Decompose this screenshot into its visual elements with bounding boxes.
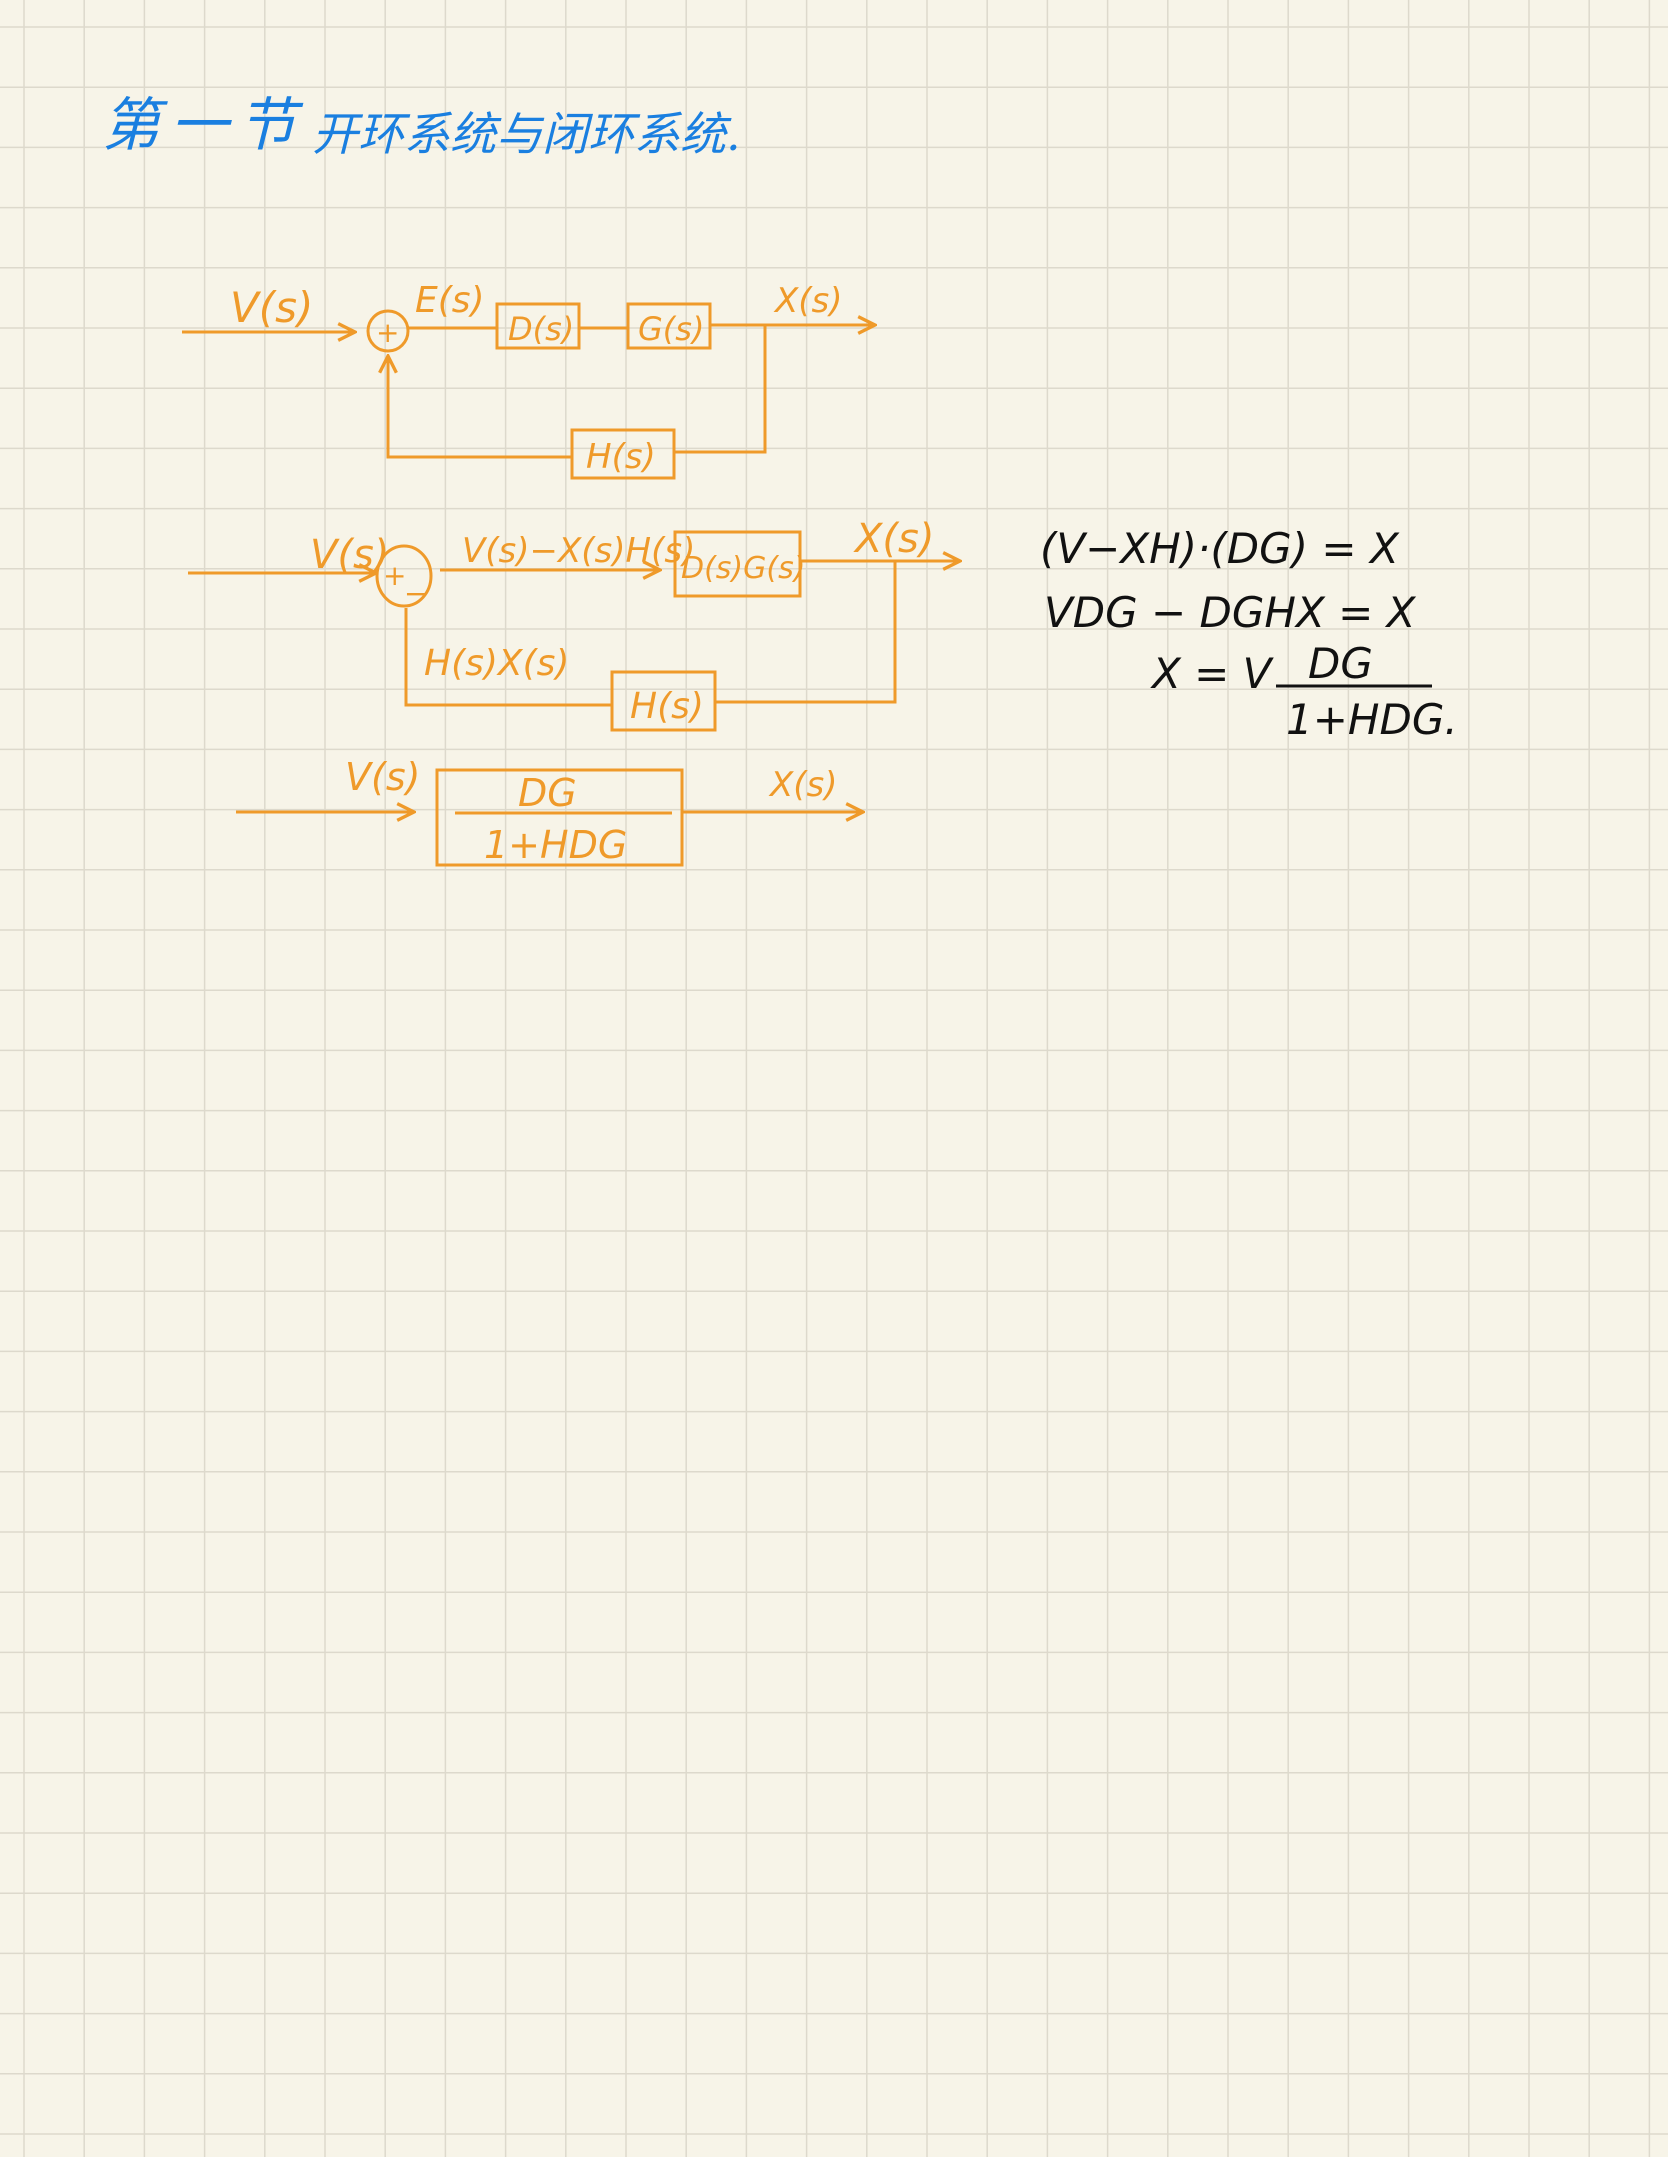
summing-junction xyxy=(366,309,410,353)
block-d xyxy=(495,302,581,350)
equation-line-1: (V−XH)·(DG) = X xyxy=(1040,524,1400,573)
equation-line-2: VDG − DGHX = X xyxy=(1044,588,1417,637)
block-diagram-3 xyxy=(236,768,863,867)
closed-loop-block xyxy=(435,768,684,867)
topic-heading: 开环系统与闭环系统. xyxy=(312,107,741,161)
d3-numerator: DG xyxy=(518,771,577,815)
section-heading: 第一节 xyxy=(102,91,306,159)
d2-sum-minus: − xyxy=(404,577,427,610)
d2-feedback-signal-label: H(s)X(s) xyxy=(424,643,569,684)
feedback-return xyxy=(388,356,572,459)
d3-denominator: 1+HDG xyxy=(484,823,627,867)
equation-line-3-lhs: X = V xyxy=(1150,649,1275,698)
feedback-path xyxy=(715,561,897,704)
d1-sum-sign: + xyxy=(376,316,399,349)
block-diagram-1 xyxy=(182,302,875,480)
equation-line-3-numerator: DG xyxy=(1308,639,1373,688)
d2-output-label: X(s) xyxy=(853,516,934,562)
derivation: (V−XH)·(DG) = X VDG − DGHX = X X = V DG … xyxy=(1040,524,1458,744)
d1-block-d-label: D(s) xyxy=(508,310,574,348)
d2-sum-plus: + xyxy=(383,559,406,592)
summing-junction xyxy=(375,544,433,608)
d2-error-label: V(s)−X(s)H(s) xyxy=(462,531,695,571)
block-h xyxy=(610,670,717,732)
d1-error-label: E(s) xyxy=(415,280,485,321)
feedback-return xyxy=(404,608,612,707)
feedback-path xyxy=(674,325,767,454)
d2-block-h-label: H(s) xyxy=(630,686,704,727)
d3-output-label: X(s) xyxy=(768,765,838,805)
page-title: 第一节 开环系统与闭环系统. xyxy=(102,91,741,161)
d1-block-g-label: G(s) xyxy=(638,310,704,348)
d2-block-dg-label: D(s)G(s) xyxy=(681,551,805,586)
block-dg xyxy=(673,530,802,598)
d2-input-label: V(s) xyxy=(310,532,389,578)
block-diagram-2 xyxy=(188,530,960,732)
block-h xyxy=(570,428,676,480)
d1-input-label: V(s) xyxy=(230,283,313,332)
d1-output-label: X(s) xyxy=(773,281,843,321)
equation-line-3-denominator: 1+HDG. xyxy=(1286,695,1458,744)
d3-input-label: V(s) xyxy=(345,755,420,799)
d1-block-h-label: H(s) xyxy=(586,437,656,477)
